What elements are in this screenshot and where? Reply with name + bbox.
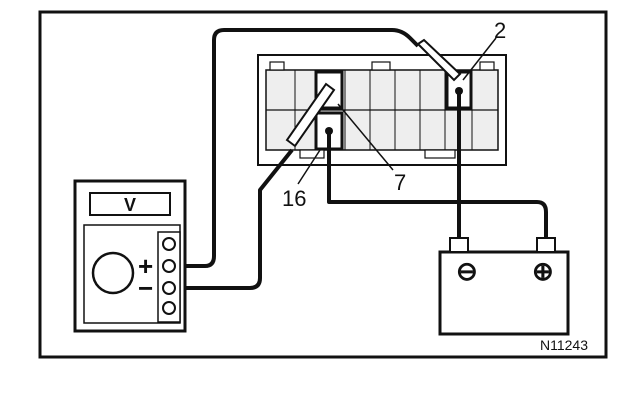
positive-probe-lead	[170, 28, 420, 268]
battery-negative-post	[449, 237, 469, 253]
voltmeter-display	[89, 192, 171, 216]
voltmeter-jack-4	[162, 301, 176, 315]
battery-positive-post	[536, 237, 556, 253]
positive-probe-tip	[416, 38, 462, 82]
voltmeter-negative-sign: −	[138, 273, 153, 303]
battery-positive-symbol: ⊕	[532, 256, 554, 286]
battery-negative-symbol: ⊖	[456, 256, 478, 286]
voltmeter-dial	[91, 251, 135, 295]
negative-probe-lead	[170, 148, 294, 290]
leader-7	[337, 103, 394, 171]
callout-7: 7	[394, 170, 406, 195]
battery	[438, 237, 570, 336]
figure-reference-code: N11243	[540, 337, 588, 353]
leader-2	[462, 37, 497, 81]
voltmeter	[73, 179, 187, 333]
callout-2: 2	[494, 18, 506, 43]
callout-16: 16	[282, 186, 306, 211]
voltmeter-jack-positive	[162, 259, 176, 273]
voltmeter-jack-negative	[162, 281, 176, 295]
voltmeter-positive-sign: +	[138, 251, 153, 281]
leader-16	[297, 149, 321, 185]
wire-terminal-16-to-battery-positive	[327, 131, 548, 238]
voltmeter-jack-1	[162, 237, 176, 251]
negative-probe-tip	[285, 82, 336, 148]
voltmeter-unit-label: V	[124, 195, 136, 215]
